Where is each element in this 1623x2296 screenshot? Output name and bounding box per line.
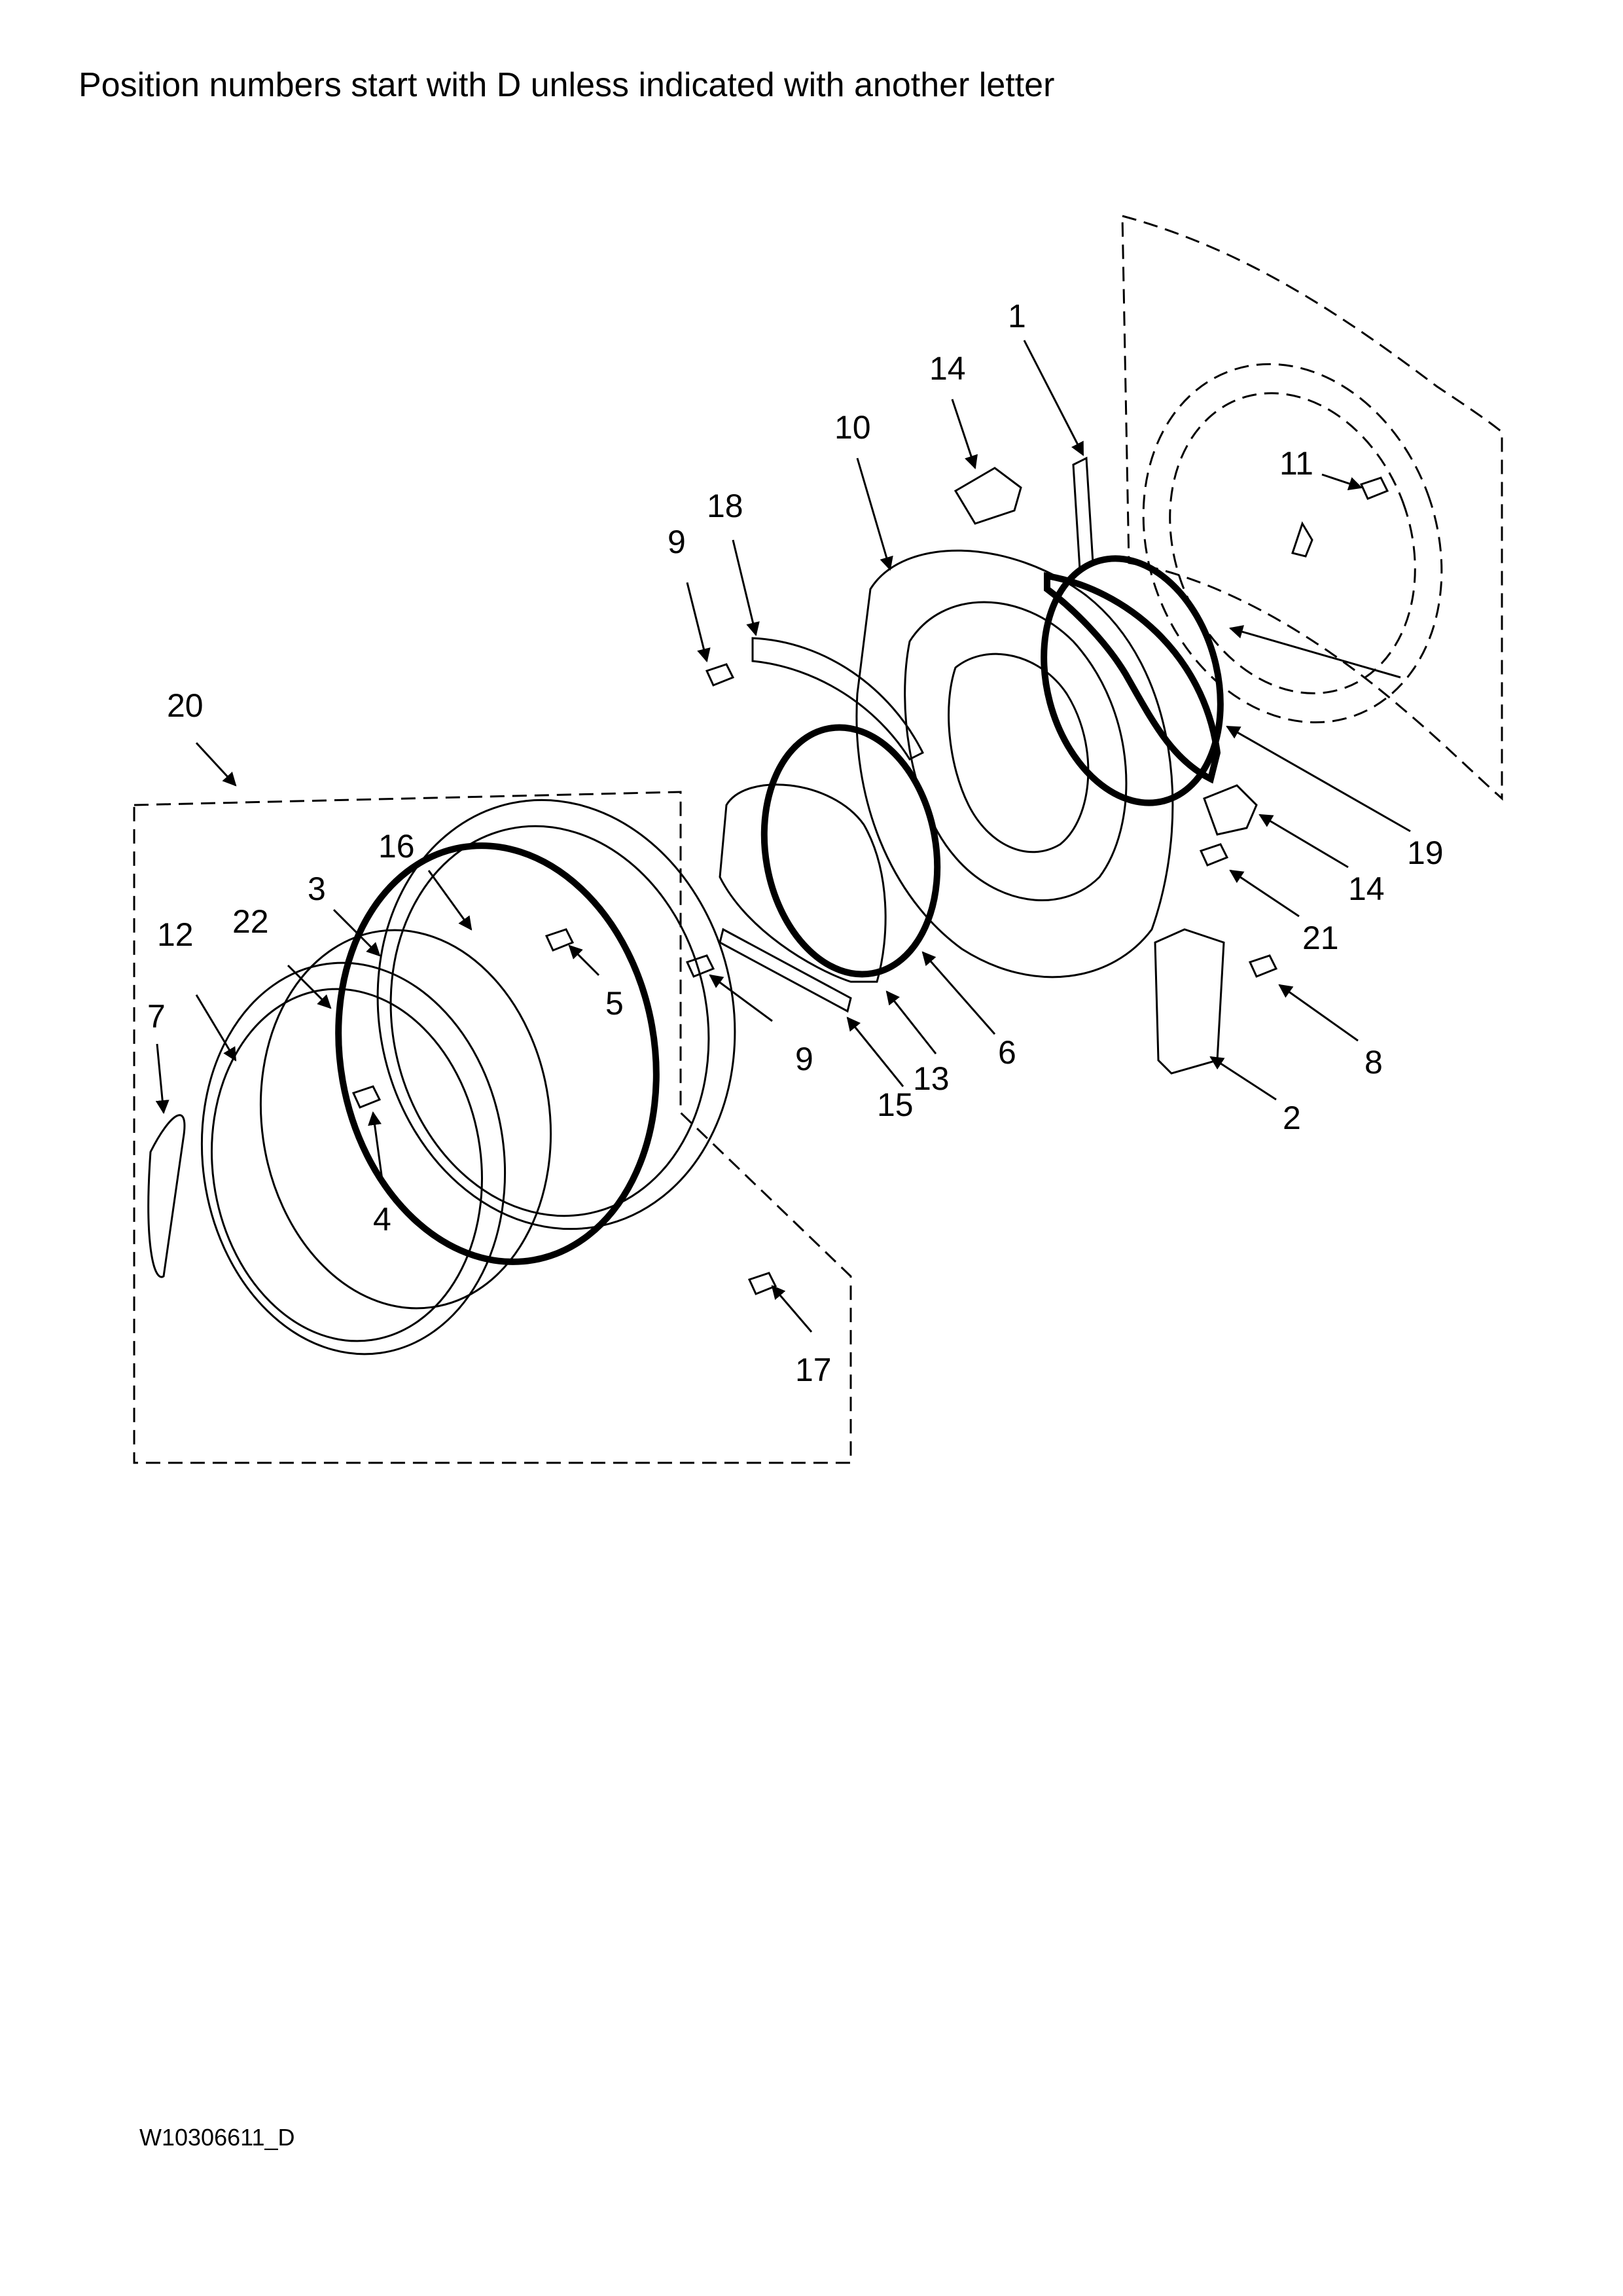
door-strike-lower — [1203, 784, 1258, 836]
leader-lines — [155, 340, 1411, 1333]
door-assembly — [147, 798, 736, 1355]
callout-label: 7 — [147, 998, 166, 1035]
callout-label: 14 — [929, 350, 966, 387]
door-switch-rod — [1072, 456, 1094, 571]
callout-label: 9 — [668, 524, 686, 560]
callout-label: 17 — [795, 1352, 832, 1388]
callout-label: 20 — [167, 687, 204, 724]
callout-label: 9 — [795, 1041, 813, 1077]
front-panel-seal — [1041, 555, 1224, 806]
callout-label: 18 — [707, 488, 743, 524]
callout-label: 21 — [1302, 920, 1339, 956]
document-code: W10306611_D — [139, 2124, 295, 2151]
door-seal — [760, 724, 941, 978]
door-assembly-boundary — [133, 791, 852, 1464]
callout-label: 13 — [913, 1060, 950, 1097]
bracket — [751, 637, 925, 761]
mounting-strip — [719, 927, 852, 1013]
callout-label: 6 — [998, 1034, 1016, 1071]
dryer-cabinet-outline — [1121, 215, 1503, 801]
door-strike-upper — [954, 467, 1022, 525]
callout-label: 5 — [605, 985, 624, 1022]
callout-label: 10 — [834, 409, 871, 446]
callout-label: 3 — [308, 870, 326, 907]
callout-label: 1 — [1008, 298, 1026, 334]
callout-label: 19 — [1407, 834, 1444, 871]
callout-label: 16 — [378, 828, 415, 865]
diagram-note: Position numbers start with D unless ind… — [79, 66, 1055, 104]
callout-label: 12 — [157, 916, 194, 953]
callout-label: 11 — [1279, 445, 1313, 482]
callout-label: 2 — [1283, 1100, 1301, 1136]
door-hinge — [1154, 928, 1225, 1075]
lint-filter-housing — [719, 783, 887, 983]
callout-label: 8 — [1364, 1044, 1383, 1081]
screws — [351, 476, 1389, 1295]
front-panel — [855, 549, 1221, 978]
callout-label: 14 — [1348, 870, 1385, 907]
callout-labels: 1 14 10 18 9 11 20 16 3 22 12 7 5 9 15 1… — [147, 298, 1444, 1388]
callout-label: 4 — [373, 1201, 391, 1238]
callout-label: 15 — [877, 1086, 914, 1123]
callout-label: 22 — [232, 903, 269, 940]
